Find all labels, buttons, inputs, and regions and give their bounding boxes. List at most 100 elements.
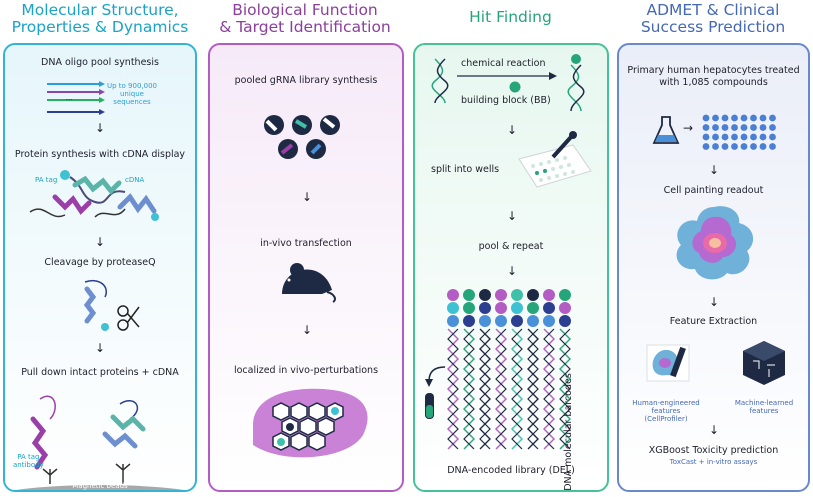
hepatocytes-line1: Primary human hepatocytes treated [627,65,800,76]
del-strand-complement [543,328,555,450]
plate-well [769,133,776,141]
cdna-display-protein-icon [29,170,159,221]
chemical-reaction-label: chemical reaction [461,58,546,69]
panel2-title-line1: Biological Function [232,1,378,19]
ml-features-line1: Machine-learned [734,399,794,407]
plate-well [712,133,719,141]
reaction-arrow-icon [457,72,557,80]
panel3-title: Hit Finding [413,9,608,26]
panel-hit-finding: chemical reaction building block (BB) ↓ … [413,43,609,492]
human-features-line1: Human-engineered [632,399,700,407]
oligo-note: Up to 900,000 unique sequences [107,82,157,106]
del-library-grid [447,289,571,450]
plate-well [759,114,767,122]
del-bead [511,289,523,301]
plate-well [750,133,757,141]
plate-well [740,133,748,141]
dna-with-bb-icon [567,54,585,112]
del-bead [511,302,523,314]
cellprofiler-icon [646,344,690,382]
del-strand-complement [463,328,475,450]
panel-admet: Primary human hepatocytes treated with 1… [617,43,810,492]
well-plate-pipette-icon [518,131,592,188]
del-strand-complement [479,328,491,450]
del-strand [559,328,571,450]
split-wells-label: split into wells [431,164,500,175]
plate-well [702,114,710,122]
panel-molecular-structure: DNA oligo pool synthesis ... Up to 900,0… [3,43,197,492]
dna-strand-icon [431,58,449,104]
p1-arrow-3: ↓ [95,341,106,355]
ml-features-label: Machine-learned features [729,399,799,415]
p3-arrow-1: ↓ [507,123,518,137]
p4-step-hepatocytes: Primary human hepatocytes treated with 1… [619,65,808,89]
del-bead [543,302,555,314]
ml-features-line2: features [749,407,779,415]
p4-arrow-3: ↓ [709,423,720,437]
del-bead [495,289,507,301]
plate-well [702,133,710,141]
plate-well [712,143,719,150]
plate-well [731,114,738,122]
plate-well [721,124,729,131]
plate-well [731,143,738,150]
del-strand [447,328,459,450]
plate-well [759,124,767,131]
oligo-note-line3: sequences [113,98,151,106]
del-bead [447,315,459,327]
del-bead [511,315,523,327]
del-label: DNA-encoded library (DEL) [447,465,575,476]
ml-cube-icon [743,341,785,385]
plate-well [759,143,767,150]
cell-painting-image [676,206,754,280]
plate-well [740,114,748,122]
pa-antibody-label: PA tag antibody [13,453,44,469]
del-bead [479,315,491,327]
p4-step-xgboost: XGBoost Toxicity prediction [648,445,779,456]
hepatocytes-line2: with 1,085 compounds [659,77,768,88]
del-bead [543,315,555,327]
del-strand-complement [447,328,459,450]
plate-well [731,124,738,131]
plate-well [750,124,757,131]
p2-arrow-1: ↓ [302,190,313,204]
del-strand [543,328,555,450]
plate-well [750,114,757,122]
plate-well [769,114,776,122]
p1-step-protein-synthesis: Protein synthesis with cDNA display [14,149,186,160]
plate-well [721,114,729,122]
del-bead [527,302,539,314]
del-bead [527,315,539,327]
del-strand-complement [559,328,571,450]
p4-arrow-2: ↓ [709,295,720,309]
del-bead [559,302,571,314]
del-bead [447,302,459,314]
p1-step-oligo-synthesis: DNA oligo pool synthesis [41,57,159,68]
p4-step-cell-painting: Cell painting readout [663,185,764,196]
del-bead [495,302,507,314]
pa-antibody-line1: PA tag [17,453,40,461]
cleavage-scissors-icon [83,280,140,331]
plate-well [769,143,776,150]
panel2-title-line2: & Target Identification [219,18,391,36]
plate-well [702,143,710,150]
compound-plate-icon [702,114,776,150]
flask-to-plate-arrow: → [683,121,694,135]
del-bead [495,315,507,327]
panel4-title: ADMET & Clinical Success Prediction [613,2,813,36]
p3-arrow-2: ↓ [507,209,518,223]
plate-well [740,124,748,131]
plate-well [721,143,729,150]
test-tube-icon [425,366,446,419]
plate-well [769,124,776,131]
human-features-line2: features [651,407,681,415]
plate-well [712,114,719,122]
p4-step-feature-extraction: Feature Extraction [669,316,758,327]
mouse-icon [282,263,336,303]
human-features-line3: (CellProfiler) [644,415,688,423]
p4-arrow-1: ↓ [709,163,720,177]
panel1-title: Molecular Structure, Properties & Dynami… [0,2,200,36]
oligo-pool-icon [47,81,105,115]
oligo-note-line2: unique [119,90,144,98]
del-bead [447,289,459,301]
